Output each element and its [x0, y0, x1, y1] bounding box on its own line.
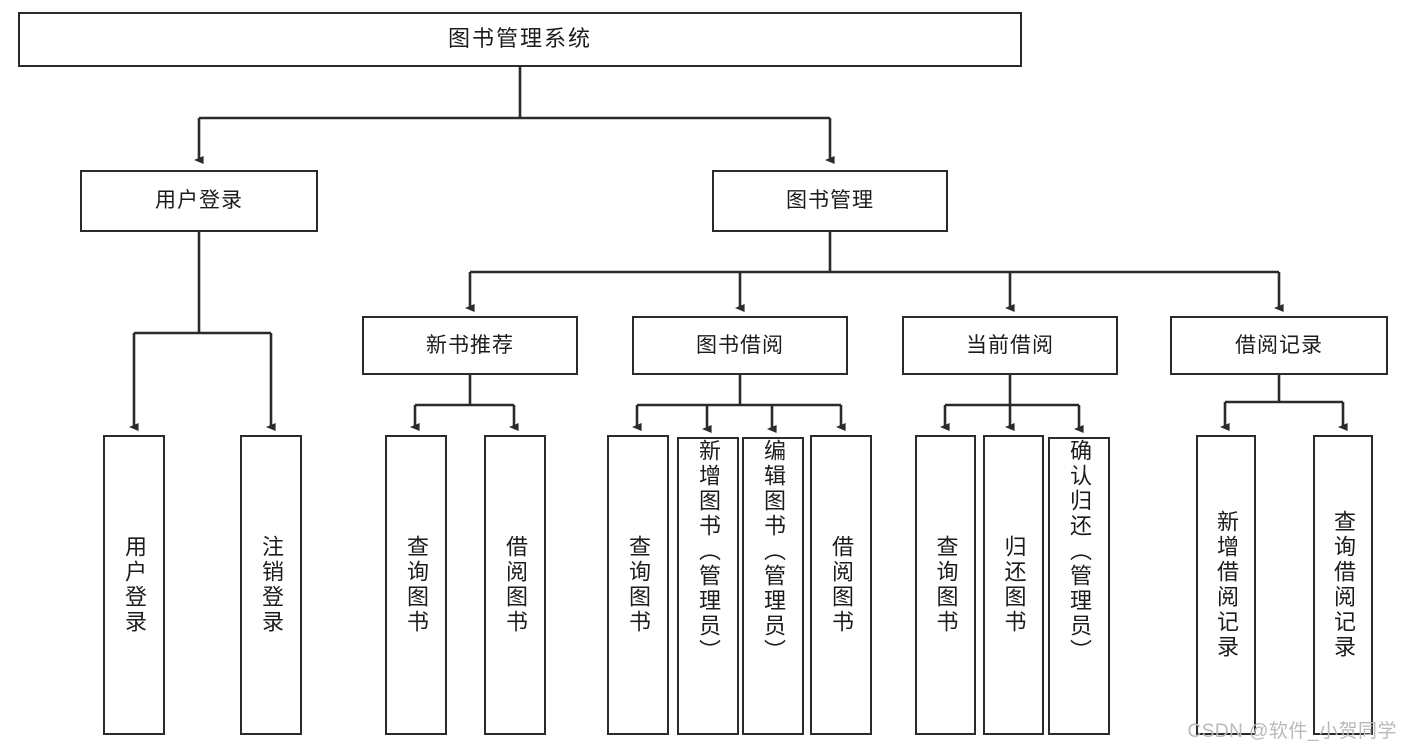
node-book-manage[interactable]: 图书管理 — [712, 170, 948, 232]
node-borrow-record[interactable]: 借阅记录 — [1170, 316, 1388, 375]
leaf-return-book[interactable]: 归还图书 — [983, 435, 1044, 735]
leaf-query-book-current[interactable]: 查询图书 — [915, 435, 976, 735]
leaf-borrow-book[interactable]: 借阅图书 — [810, 435, 872, 735]
node-label: 借阅记录 — [1235, 333, 1323, 357]
csdn-watermark: CSDN @软件_小贺同学 — [1187, 721, 1397, 742]
leaf-user-login[interactable]: 用户登录 — [103, 435, 165, 735]
node-label: 图书借阅 — [696, 333, 784, 357]
node-label: 编辑图书（管理员） — [761, 439, 786, 664]
node-label: 查询图书 — [933, 535, 959, 635]
leaf-query-book-borrow[interactable]: 查询图书 — [607, 435, 669, 735]
node-label: 新书推荐 — [426, 333, 514, 357]
node-label: 借阅图书 — [503, 535, 528, 635]
node-label: 当前借阅 — [966, 333, 1054, 357]
leaf-add-borrow-record[interactable]: 新增借阅记录 — [1196, 435, 1256, 735]
node-label: 注销登录 — [259, 535, 284, 635]
leaf-confirm-return-admin[interactable]: 确认归还（管理员） — [1048, 437, 1110, 735]
node-label: 归还图书 — [1001, 535, 1027, 635]
leaf-query-borrow-record[interactable]: 查询借阅记录 — [1313, 435, 1373, 735]
node-label: 用户登录 — [155, 189, 243, 213]
leaf-edit-book-admin[interactable]: 编辑图书（管理员） — [742, 437, 804, 735]
node-label: 新增借阅记录 — [1214, 510, 1239, 660]
leaf-query-book-recommend[interactable]: 查询图书 — [385, 435, 447, 735]
node-user-login[interactable]: 用户登录 — [80, 170, 318, 232]
leaf-borrow-book-recommend[interactable]: 借阅图书 — [484, 435, 546, 735]
node-label: 借阅图书 — [829, 535, 854, 635]
node-root-system[interactable]: 图书管理系统 — [18, 12, 1022, 67]
node-label: 查询借阅记录 — [1331, 510, 1356, 660]
node-label: 新增图书（管理员） — [696, 439, 721, 664]
leaf-add-book-admin[interactable]: 新增图书（管理员） — [677, 437, 739, 735]
node-new-book-recommend[interactable]: 新书推荐 — [362, 316, 578, 375]
node-book-borrow[interactable]: 图书借阅 — [632, 316, 848, 375]
node-label: 图书管理 — [786, 189, 874, 213]
node-label: 图书管理系统 — [447, 26, 592, 52]
node-label: 查询图书 — [404, 535, 429, 635]
node-label: 查询图书 — [626, 535, 651, 635]
node-label: 用户登录 — [122, 535, 147, 635]
node-current-borrow[interactable]: 当前借阅 — [902, 316, 1118, 375]
leaf-user-logout[interactable]: 注销登录 — [240, 435, 302, 735]
node-label: 确认归还（管理员） — [1067, 439, 1092, 664]
